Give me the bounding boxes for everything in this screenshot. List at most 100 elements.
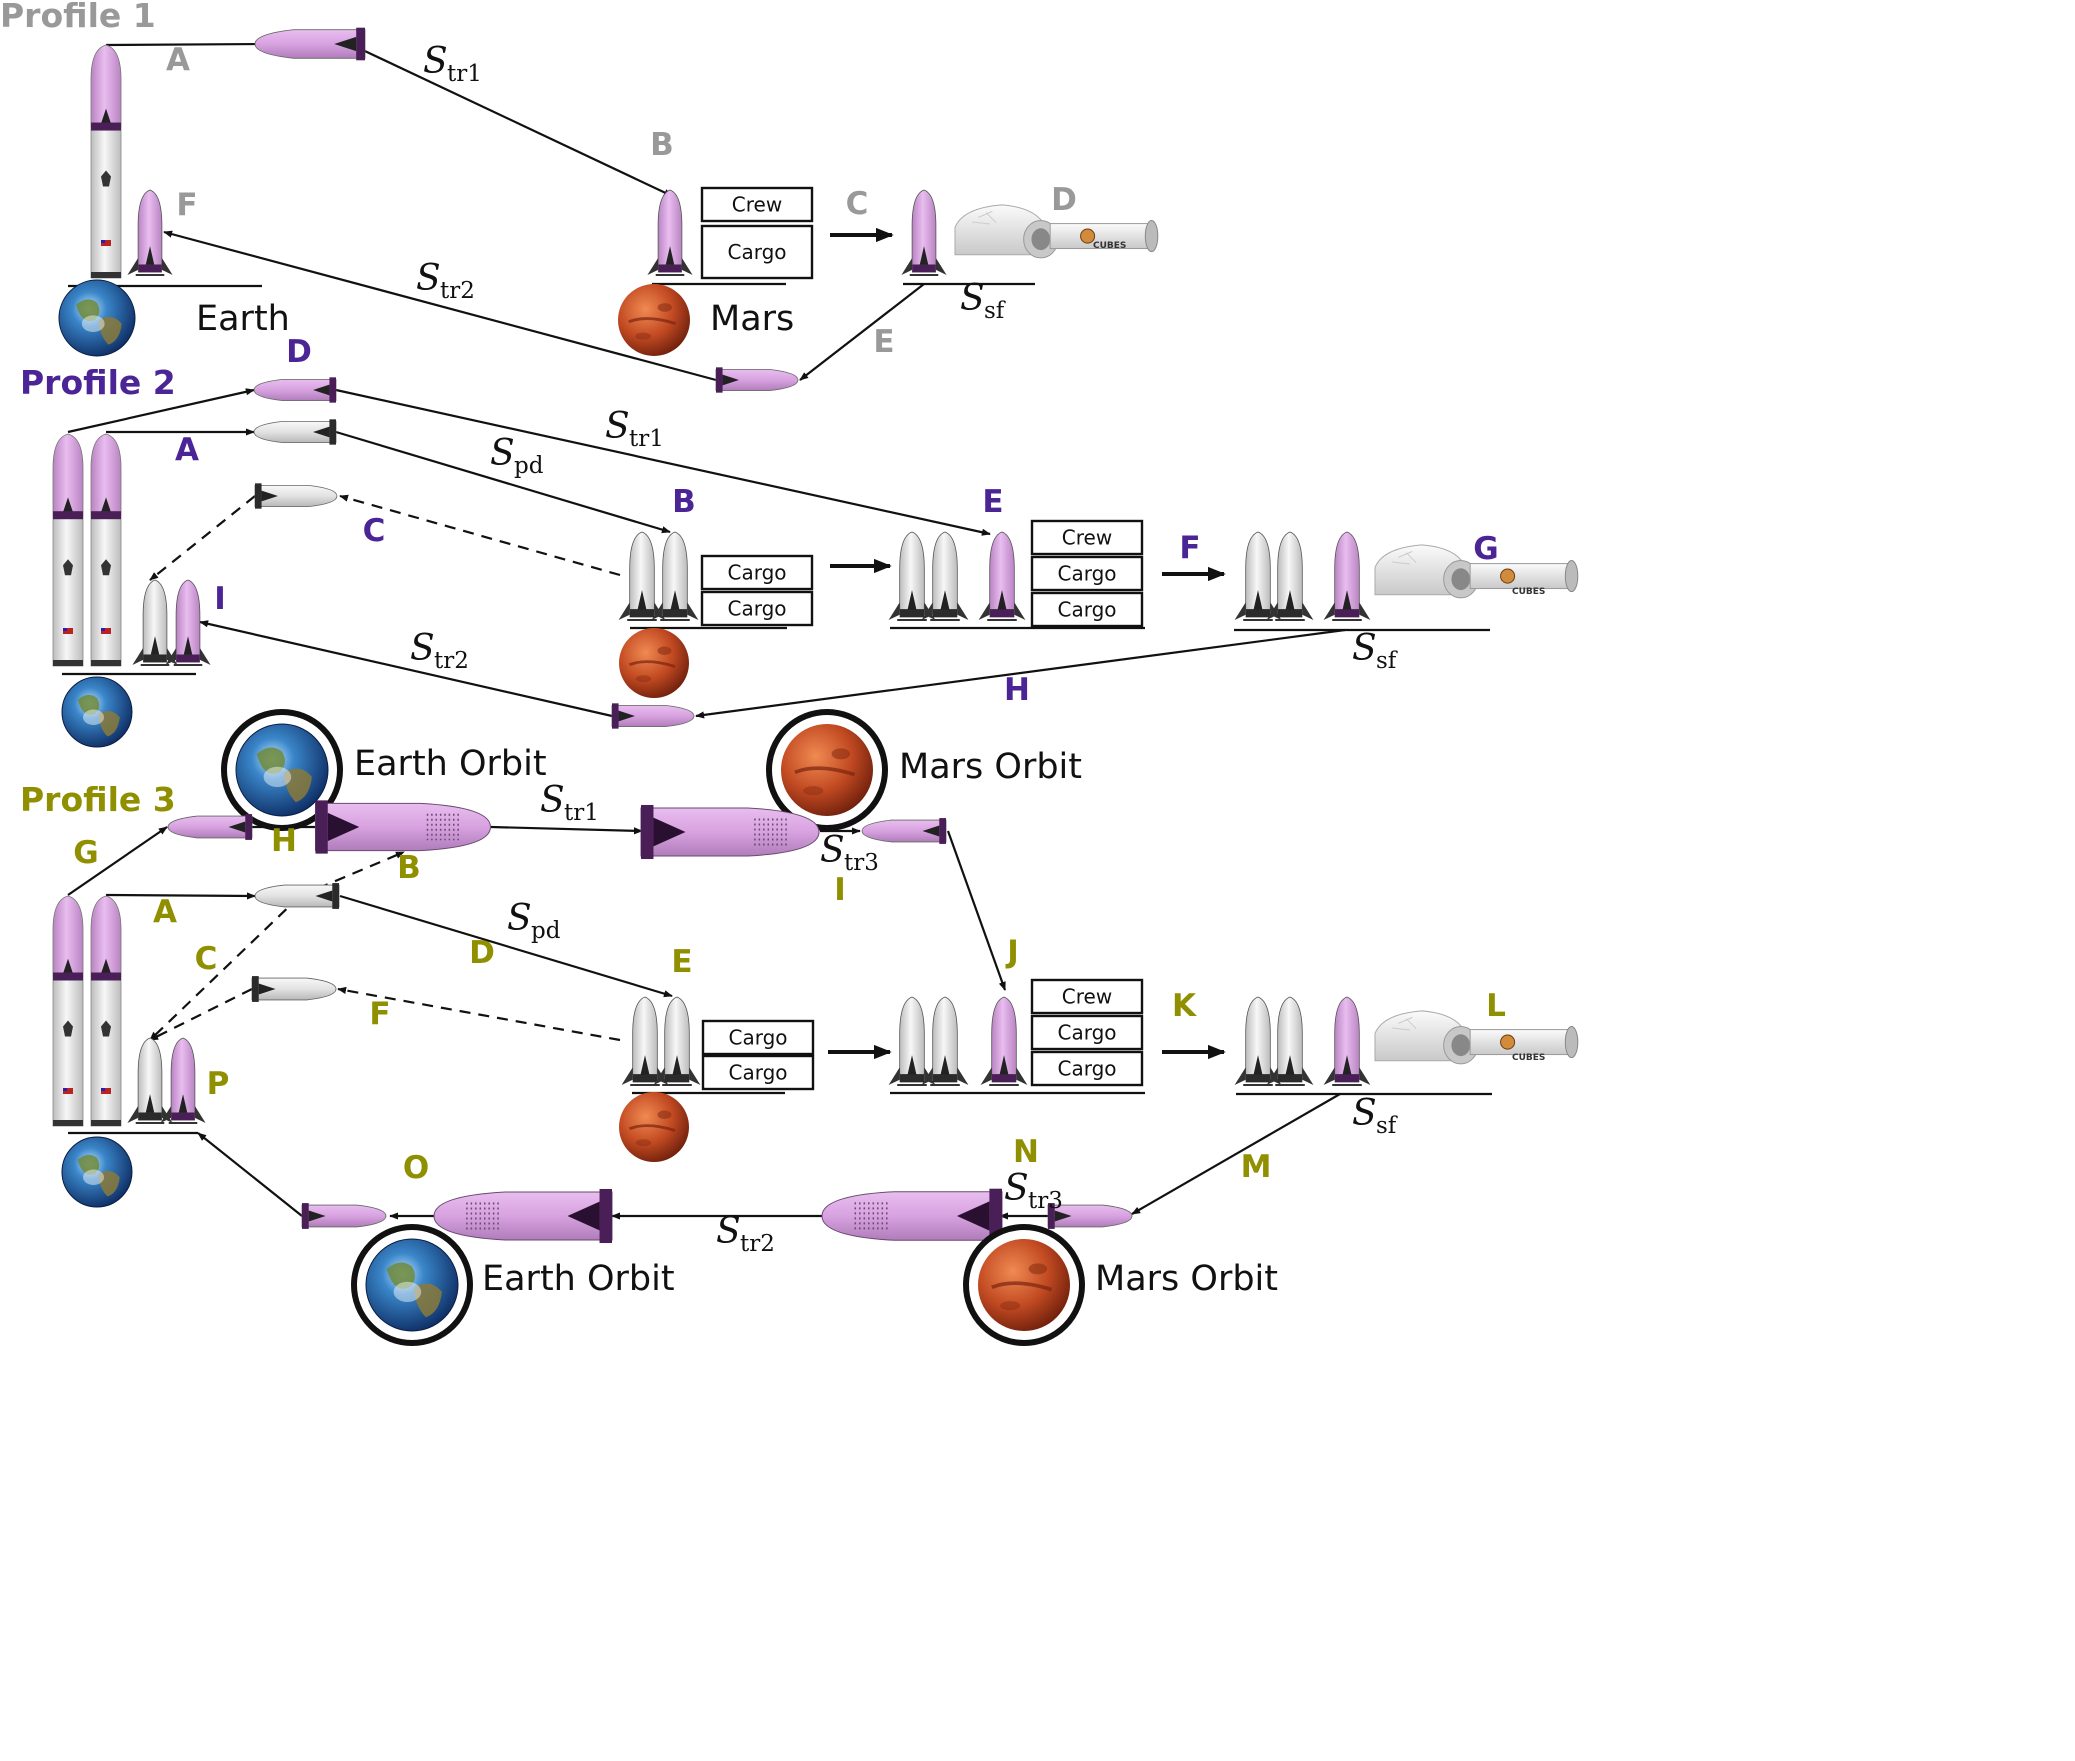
- p2-return-tanker: [132, 579, 178, 666]
- p2-box-e-cargo-1: Cargo: [1030, 555, 1144, 592]
- p3-math-tr2-subscript: tr2: [740, 1231, 775, 1257]
- p2-math-tr1-subscript: tr1: [629, 426, 664, 452]
- p3-step-n: N: [1013, 1134, 1039, 1170]
- p2-mars: [619, 628, 689, 698]
- p2-e-cargo-2: [921, 531, 969, 621]
- p3-mars: [619, 1092, 689, 1162]
- p3-math-pd-subscript: pd: [531, 918, 561, 944]
- p3-math-tr3-top-symbol: S: [820, 830, 845, 871]
- p2-box-b-cargo-2: Cargo: [700, 590, 814, 627]
- p2-arrow-c-in: [339, 494, 621, 577]
- p3-step-g: G: [73, 835, 98, 871]
- p3-math-sf-symbol: S: [1352, 1093, 1377, 1134]
- p2-box-e-cargo-2: Cargo: [1030, 591, 1144, 628]
- p2-logo: CUBES: [1512, 587, 1545, 597]
- p3-arrow-f-in: [337, 986, 621, 1042]
- p1-mars-ship: [647, 189, 693, 276]
- p3-l-cargo-1: [1234, 996, 1282, 1086]
- p3-math-tr1-subscript: tr1: [564, 800, 599, 826]
- p3-depot-mars: [821, 1188, 1003, 1244]
- p2-step-i: I: [214, 581, 226, 617]
- p2-orbit-ship-crew: [253, 377, 337, 403]
- p1-box-crew: Crew: [700, 186, 814, 223]
- p2-math-sf-symbol: S: [1352, 628, 1377, 669]
- p2-box-e-crew-frame: [1030, 519, 1144, 556]
- p3-box-j-cargo-1-frame: [1030, 1014, 1144, 1051]
- p3-step-d: D: [469, 935, 495, 971]
- p3-mars-cargo-2: [653, 996, 701, 1086]
- p3-orbit-tanker: [254, 883, 340, 909]
- p3-logo: CUBES: [1512, 1053, 1545, 1063]
- p2-box-b-cargo-2-label: Cargo: [727, 597, 786, 621]
- p2-step-g: G: [1473, 531, 1498, 567]
- p2-math-tr2-subscript: tr2: [434, 648, 469, 674]
- p1-logo: CUBES: [1093, 241, 1126, 251]
- p3-box-j-cargo-1-label: Cargo: [1057, 1021, 1116, 1045]
- p3-mars-orbit-bottom-planet: [978, 1239, 1070, 1331]
- p2-box-b-cargo-1: Cargo: [700, 554, 814, 591]
- p3-mars-orbit-ship: [861, 818, 947, 844]
- p1-arrow-a: [105, 40, 267, 48]
- p3-mars-orbit-top-planet: [781, 724, 873, 816]
- p3-habitat: [1374, 1010, 1579, 1065]
- p1-box-crew-frame: [700, 186, 814, 223]
- p3-transfer-ship: [640, 804, 820, 860]
- p3-step-k: K: [1172, 988, 1197, 1024]
- p1-step-f: F: [176, 187, 197, 223]
- p2-g-cargo-2: [1266, 531, 1314, 621]
- p1-earth: [58, 279, 136, 357]
- p1-math-sf-symbol: S: [960, 278, 985, 319]
- p1-step-a: A: [166, 42, 190, 78]
- p1-step-c: C: [846, 186, 869, 222]
- p1-step-e: E: [873, 324, 894, 360]
- p1-box-cargo-frame: [700, 224, 814, 280]
- p2-orbit-ship-cargo: [253, 419, 337, 445]
- p3-mars-cargo-1: [621, 996, 669, 1086]
- p2-box-e-cargo-2-frame: [1030, 591, 1144, 628]
- p1-box-cargo: Cargo: [700, 224, 814, 280]
- p3-l-crew: [1323, 996, 1371, 1086]
- p1-return-orbit-ship: [715, 367, 799, 393]
- p3-depot-earth: [315, 800, 492, 854]
- p1-launch-stack: [90, 44, 122, 279]
- profile2-heading: Profile 2: [20, 363, 176, 402]
- p3-launch-stack-2: [90, 895, 122, 1127]
- p2-return-ship: [165, 579, 211, 666]
- p3-step-j: J: [1005, 934, 1019, 970]
- p3-box-j-cargo-2-frame: [1030, 1050, 1144, 1087]
- p3-earth: [61, 1136, 133, 1208]
- p2-arrow-h: [695, 628, 1346, 719]
- p1-habitat: [954, 204, 1159, 259]
- p2-math-sf-subscript: sf: [1376, 648, 1398, 674]
- p2-box-e-cargo-1-label: Cargo: [1057, 562, 1116, 586]
- p3-arrow-m: [1131, 1093, 1341, 1215]
- p1-surface-ship: [901, 189, 947, 276]
- p2-box-e-crew: Crew: [1030, 519, 1144, 556]
- p3-box-e-cargo-1: Cargo: [701, 1019, 815, 1056]
- p2-step-h: H: [1004, 672, 1030, 708]
- p3-math-pd-symbol: S: [507, 898, 532, 939]
- p2-g-cargo-1: [1234, 531, 1282, 621]
- p3-box-j-cargo-1: Cargo: [1030, 1014, 1144, 1051]
- p2-box-e-cargo-1-frame: [1030, 555, 1144, 592]
- p3-math-tr3-bottom-subscript: tr3: [1028, 1188, 1063, 1214]
- p3-orbit-ship-crew: [167, 814, 253, 840]
- p3-launch-stack-1: [52, 895, 84, 1127]
- p3-earth-arrive-ship: [301, 1203, 387, 1229]
- p3-depot-earth-return: [433, 1188, 613, 1244]
- p3-j-cargo-1: [888, 996, 936, 1086]
- p3-math-tr3-bottom-symbol: S: [1004, 1168, 1029, 1209]
- p3-step-h: H: [271, 823, 297, 859]
- p2-step-a: A: [175, 432, 199, 468]
- p3-return-cargo-ship: [251, 976, 337, 1002]
- p3-earth-orbit-top-label: Earth Orbit: [354, 744, 547, 784]
- p1-arrow-tr2: [163, 230, 717, 382]
- p2-step-c: C: [363, 513, 386, 549]
- p3-arrow-g: [67, 826, 168, 896]
- p1-step-d: D: [1051, 182, 1077, 218]
